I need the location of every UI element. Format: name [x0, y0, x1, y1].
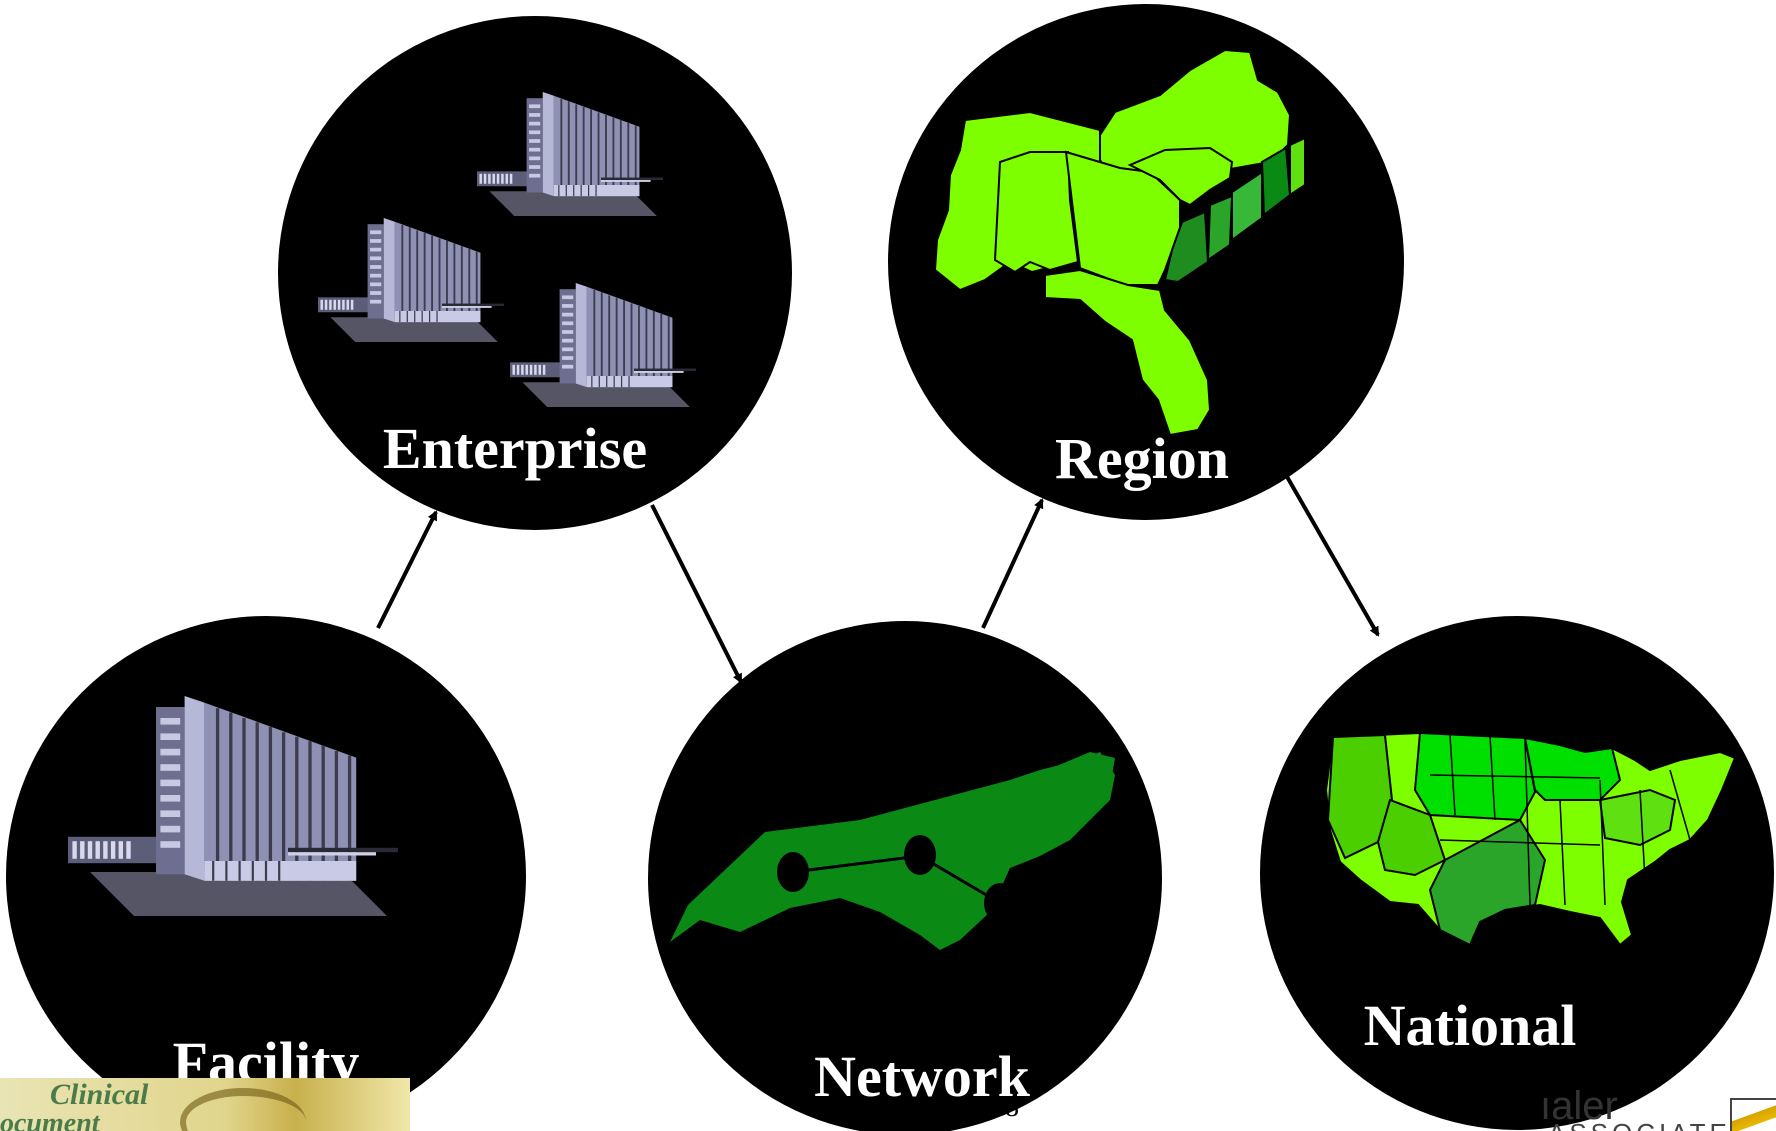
- arrow-region-to-national: [1280, 467, 1380, 637]
- arrow-facility-to-enterprise: [376, 510, 438, 629]
- us-map-icon: [1324, 731, 1737, 947]
- region-node: Region: [888, 4, 1404, 520]
- arrow-enterprise-to-network: [650, 504, 743, 684]
- logo-left-line2: ocument: [0, 1108, 100, 1131]
- national-label: National: [1364, 993, 1577, 1058]
- enterprise-label: Enterprise: [383, 416, 647, 481]
- arrow-network-to-region: [981, 498, 1044, 629]
- associates-logo: ıaler ASSOCIATES: [1540, 1090, 1776, 1131]
- national-node: National: [1260, 616, 1774, 1130]
- clinical-document-logo: Clinical ocument: [0, 1078, 410, 1131]
- southeast-map-icon: [933, 48, 1306, 437]
- logo-swirl-icon: [180, 1088, 306, 1131]
- north-carolina-map-icon: [670, 752, 1115, 950]
- logo-right-line1: ıaler: [1540, 1090, 1618, 1128]
- network-node: Network: [648, 621, 1162, 1131]
- region-label: Region: [1055, 426, 1229, 491]
- logo-mark-icon: [1730, 1098, 1776, 1131]
- facility-node: Facility: [6, 616, 526, 1131]
- logo-right-line2: ASSOCIATES: [1548, 1118, 1752, 1131]
- logo-left-line1: Clinical: [50, 1078, 149, 1111]
- enterprise-node: Enterprise: [278, 16, 792, 530]
- page-number: 8: [1005, 1092, 1019, 1123]
- network-label: Network: [814, 1044, 1031, 1109]
- connector-arrows: [376, 467, 1380, 684]
